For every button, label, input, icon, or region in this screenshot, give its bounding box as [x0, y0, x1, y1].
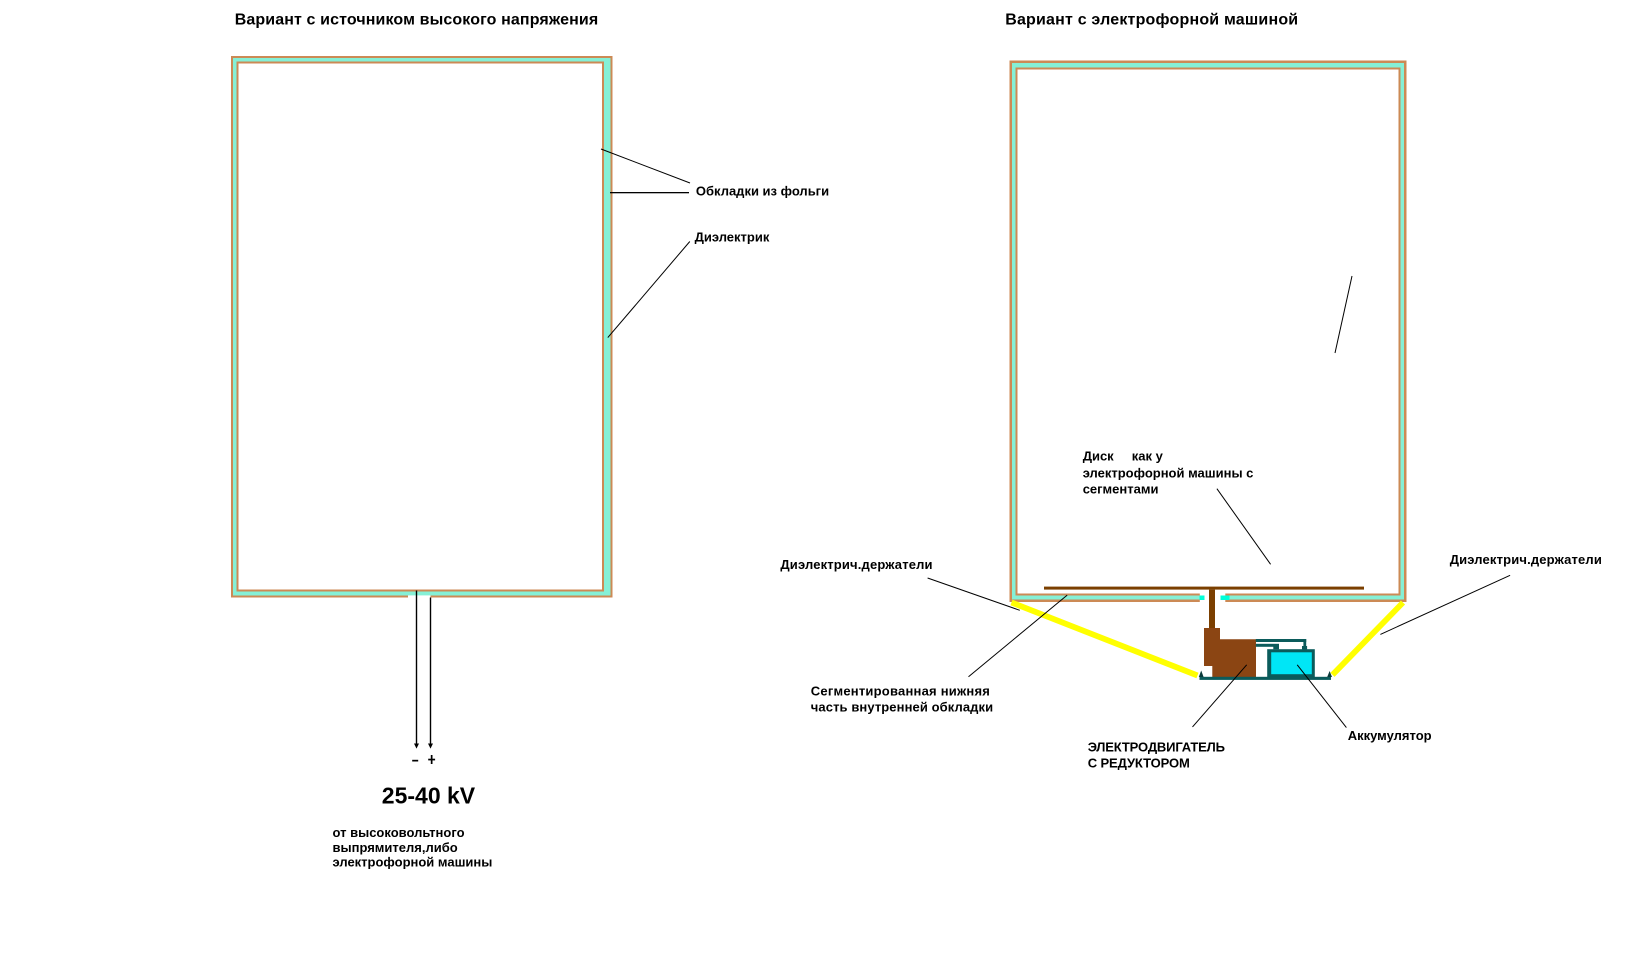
svg-text:Аккумулятор: Аккумулятор	[1348, 728, 1432, 743]
svg-text:часть внутренней обкладки: часть внутренней обкладки	[811, 699, 993, 714]
svg-text:ЭЛЕКТРОДВИГАТЕЛЬ: ЭЛЕКТРОДВИГАТЕЛЬ	[1088, 740, 1225, 755]
svg-text:Диск как у: Диск как у	[1083, 449, 1164, 464]
svg-text:Вариант с электрофорной машино: Вариант с электрофорной машиной	[1005, 12, 1298, 29]
svg-text:С РЕДУКТОРОМ: С РЕДУКТОРОМ	[1088, 756, 1190, 771]
svg-text:25-40 kV: 25-40 kV	[382, 782, 476, 808]
svg-text:Обкладки из фольги: Обкладки из фольги	[696, 184, 829, 199]
svg-text:Диэлектрик: Диэлектрик	[695, 230, 770, 245]
svg-text:сегментами: сегментами	[1083, 482, 1159, 497]
svg-text:Вариант с источником высокого: Вариант с источником высокого напряжения	[235, 12, 599, 29]
svg-text:выпрямителя,либо: выпрямителя,либо	[333, 840, 458, 855]
svg-text:Сегментированная нижняя: Сегментированная нижняя	[811, 684, 990, 699]
svg-text:от высоковольтного: от высоковольтного	[333, 825, 465, 840]
svg-text:электрофорной машины: электрофорной машины	[333, 855, 493, 870]
svg-text:Диэлектрич.держатели: Диэлектрич.держатели	[1450, 552, 1602, 567]
svg-text:электрофорной машины с: электрофорной машины с	[1083, 465, 1254, 480]
svg-text:Диэлектрич.держатели: Диэлектрич.держатели	[780, 557, 932, 572]
